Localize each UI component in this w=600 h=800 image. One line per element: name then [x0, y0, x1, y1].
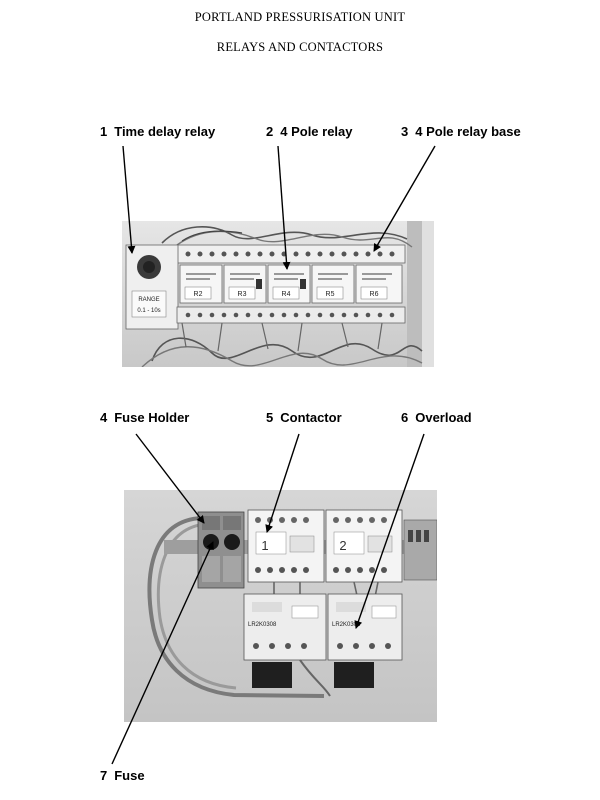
callout-number: 1 — [100, 124, 108, 139]
range-value: 0.1 - 10s — [137, 308, 160, 314]
contactor-panel-illustration: 1 2 LR2K0308 LR2K0308 — [124, 490, 437, 722]
relay-tag: R6 — [370, 291, 379, 298]
callout-label: Contactor — [280, 410, 342, 425]
callout-fuse: 7 Fuse — [100, 768, 145, 783]
callout-number: 3 — [401, 124, 409, 139]
callout-number: 6 — [401, 410, 409, 425]
document-title: PORTLAND PRESSURISATION UNIT — [194, 10, 406, 24]
relay-tag: R2 — [194, 291, 203, 298]
contactor-number: 1 — [261, 538, 268, 553]
callout-label: 4 Pole relay — [280, 124, 353, 139]
callout-label: Fuse Holder — [114, 410, 190, 425]
relay-tag: R3 — [238, 291, 247, 298]
callout-label: Time delay relay — [114, 124, 216, 139]
relay-panel-photo: RANGE 0.1 - 10s R2 R3 R4 R5 — [122, 221, 434, 367]
callout-number: 5 — [266, 410, 274, 425]
callout-4-pole-relay: 2 4 Pole relay — [266, 124, 353, 139]
callout-number: 2 — [266, 124, 274, 139]
callout-contactor: 5 Contactor — [266, 410, 342, 425]
relay-row: R2 R3 R4 R5 R6 — [179, 264, 403, 304]
callout-label: Fuse — [114, 768, 145, 783]
callout-fuse-holder: 4 Fuse Holder — [100, 410, 189, 425]
relay-panel-illustration: RANGE 0.1 - 10s R2 R3 R4 R5 — [122, 221, 434, 367]
relay-tag: R4 — [282, 291, 291, 298]
overload-row: LR2K0308 LR2K0308 — [243, 593, 403, 661]
contactor-panel-photo: 1 2 LR2K0308 LR2K0308 — [124, 490, 437, 722]
relay-tag: R5 — [326, 291, 335, 298]
callout-time-delay-relay: 1 Time delay relay — [100, 124, 215, 139]
range-label: RANGE — [138, 297, 159, 303]
callout-label: Overload — [415, 410, 472, 425]
contactor-number: 2 — [339, 538, 346, 553]
callout-4-pole-relay-base: 3 4 Pole relay base — [401, 124, 521, 139]
overload-model: LR2K0308 — [248, 622, 277, 628]
callout-number: 4 — [100, 410, 108, 425]
callout-label: 4 Pole relay base — [415, 124, 521, 139]
document-subtitle: RELAYS AND CONTACTORS — [216, 40, 384, 54]
callout-number: 7 — [100, 768, 108, 783]
overload-model: LR2K0308 — [332, 622, 361, 628]
callout-overload: 6 Overload — [401, 410, 472, 425]
fuse — [203, 534, 219, 550]
